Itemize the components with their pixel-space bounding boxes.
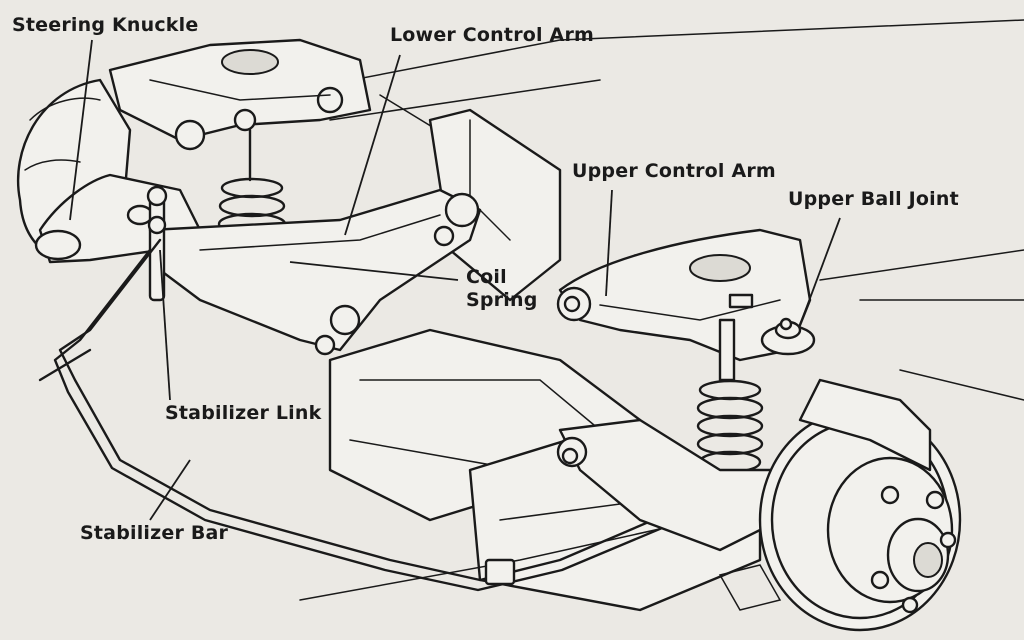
label-lower-control-arm: Lower Control Arm xyxy=(390,24,595,46)
left-upper-control-arm xyxy=(108,38,372,151)
leader-coil-spring xyxy=(289,261,459,281)
label-upper-control-arm: Upper Control Arm xyxy=(572,160,776,182)
leader-upper-ball-joint xyxy=(799,217,841,326)
upper-ball-joint-part xyxy=(760,317,816,356)
leader-stabilizer-bar xyxy=(149,459,191,521)
leader-steering-knuckle xyxy=(69,39,93,221)
label-stabilizer-bar: Stabilizer Bar xyxy=(80,522,229,544)
label-stabilizer-link: Stabilizer Link xyxy=(165,402,322,424)
stabilizer-bar-part xyxy=(38,238,762,592)
label-upper-ball-joint: Upper Ball Joint xyxy=(788,188,959,210)
label-steering-knuckle: Steering Knuckle xyxy=(12,14,199,36)
leader-lower-control-arm xyxy=(344,54,401,236)
left-lower-control-arm xyxy=(148,188,482,356)
leader-stabilizer-link xyxy=(159,249,171,401)
right-brake-rotor xyxy=(718,378,962,632)
leader-upper-control-arm xyxy=(605,189,613,297)
right-upper-control-arm xyxy=(556,228,812,362)
label-coil-spring: Coil Spring xyxy=(466,266,538,311)
leader-lines xyxy=(69,39,841,521)
